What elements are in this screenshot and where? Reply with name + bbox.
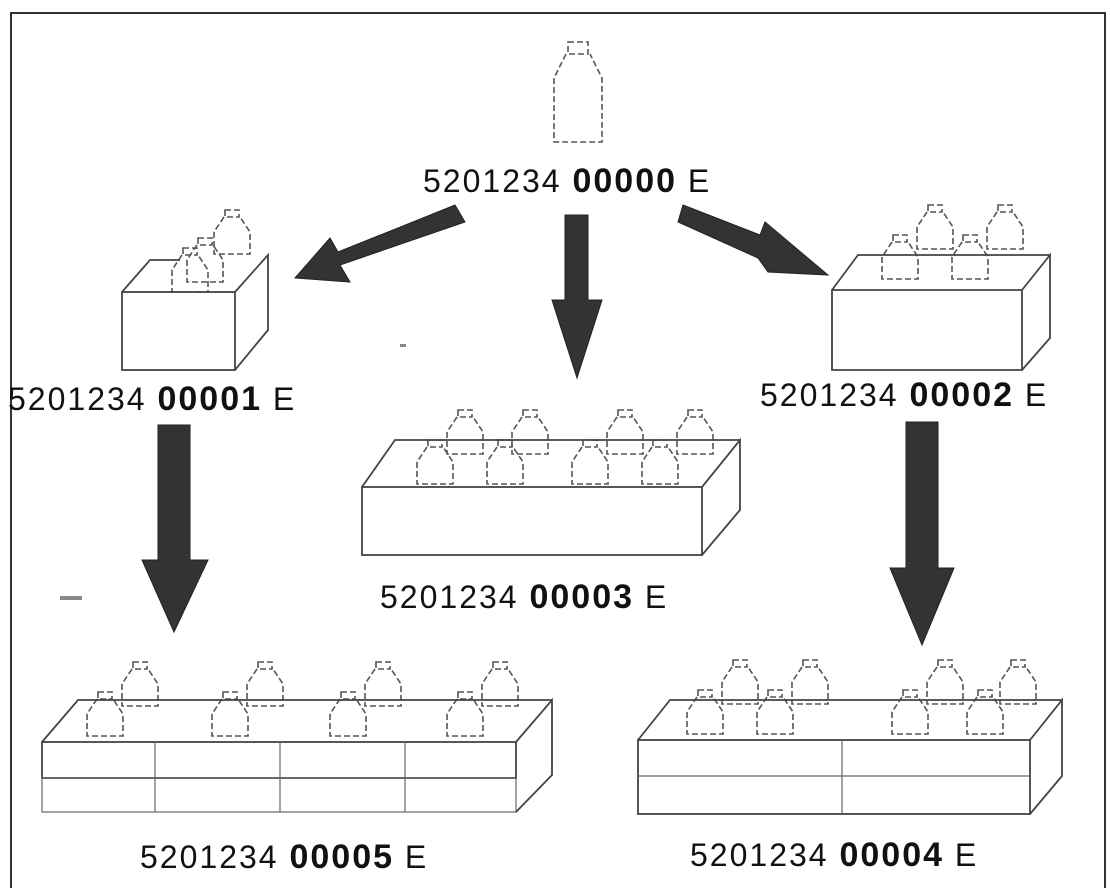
code-label-00000: 5201234 00000 E xyxy=(423,162,711,201)
arrow-to-00002 xyxy=(678,205,828,275)
code-label-00002: 5201234 00002 E xyxy=(760,376,1048,415)
eight-pack-illustration xyxy=(362,410,740,555)
code-label-00004: 5201234 00004 E xyxy=(690,836,978,875)
three-pack-illustration xyxy=(122,210,268,370)
code-label-00001: 5201234 00001 E xyxy=(8,380,296,419)
speck xyxy=(400,344,406,347)
four-pack-illustration xyxy=(832,205,1050,370)
code-label-00005: 5201234 00005 E xyxy=(140,838,428,877)
single-bottle-illustration xyxy=(554,42,602,142)
arrow-to-00004 xyxy=(890,422,954,645)
arrow-to-00001 xyxy=(295,205,465,282)
arrow-to-00005 xyxy=(142,425,208,632)
speck xyxy=(60,596,82,600)
code-label-00003: 5201234 00003 E xyxy=(380,578,668,617)
arrow-to-00003 xyxy=(552,215,602,378)
twelve-pack-illustration xyxy=(42,662,552,812)
sixteen-pack-illustration xyxy=(638,660,1062,814)
